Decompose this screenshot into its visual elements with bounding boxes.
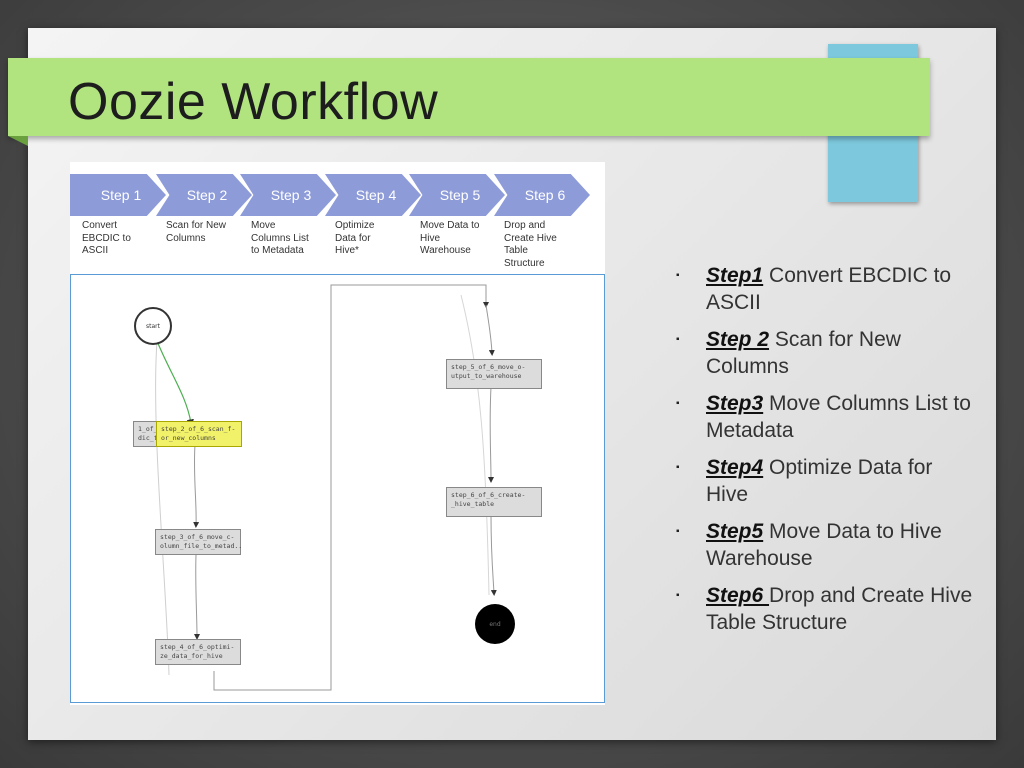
bullet-text: Optimize Data for Hive (706, 456, 933, 506)
step-3-chevron: Step 3 (240, 174, 336, 216)
bullet-item: ▪ Step3 Move Columns List to Metadata (676, 390, 976, 444)
step-4-chevron: Step 4 (325, 174, 421, 216)
step-1-chevron: Step 1 (70, 174, 166, 216)
step-5-node: step_5_of_6_move_o- utput_to_warehouse (446, 359, 542, 389)
bullet-step-label: Step6 (706, 584, 770, 607)
bullet-icon: ▪ (676, 334, 680, 345)
bullet-step-label: Step 2 (706, 328, 770, 351)
step-6-chevron: Step 6 (494, 174, 590, 216)
slide-title: Oozie Workflow (68, 73, 439, 131)
bullet-item: ▪ Step6 Drop and Create Hive Table Struct… (676, 582, 976, 636)
bullet-icon: ▪ (676, 526, 680, 537)
edge-step4-to-step5 (213, 284, 489, 691)
step-2-chevron: Step 2 (156, 174, 252, 216)
steps-row: Step 1 Step 2 Step 3 Step 4 Step 5 Step … (70, 174, 605, 216)
bullet-item: ▪ Step5 Move Data to Hive Warehouse (676, 518, 976, 572)
step-6-description: Drop and Create Hive Table Structure (504, 220, 557, 269)
bullet-icon: ▪ (676, 462, 680, 473)
bullet-item: ▪ Step 2 Scan for New Columns (676, 326, 976, 380)
workflow-graph: start 1_of_6 dic_to step_2_of_6_scan_f- … (70, 274, 605, 703)
bullet-text: Drop and Create Hive Table Structure (706, 584, 973, 634)
workflow-figure: Step 1 Step 2 Step 3 Step 4 Step 5 Step … (70, 162, 605, 705)
bullet-item: ▪ Step1 Convert EBCDIC to ASCII (676, 262, 976, 316)
bullet-icon: ▪ (676, 270, 680, 281)
step-3-description: Move Columns List to Metadata (251, 220, 309, 256)
edge-faint-right (460, 294, 490, 596)
title-band-tab (8, 136, 28, 146)
bullet-step-label: Step1 (706, 264, 764, 287)
bullet-item: ▪ Step4 Optimize Data for Hive (676, 454, 976, 508)
step-2-description: Scan for New Columns (166, 220, 227, 244)
bullet-text: Convert EBCDIC to ASCII (706, 264, 952, 314)
bullet-text: Move Columns List to Metadata (706, 392, 971, 442)
title-band (8, 58, 930, 136)
step-6-node: step_6_of_6_create- _hive_table (446, 487, 542, 517)
step-4-node: step_4_of_6_optimi- ze_data_for_hive (155, 639, 241, 665)
edge-step2-to-step3 (193, 444, 200, 528)
step-5-description: Move Data to Hive Warehouse (420, 220, 480, 256)
edge-faint-left (155, 340, 170, 676)
end-node: end (475, 604, 515, 644)
edge-step6-to-end (490, 514, 497, 596)
step-3-node: step_3_of_6_move_c- olumn_file_to_metad.… (155, 529, 242, 555)
start-node: start (134, 307, 172, 345)
bullet-text: Move Data to Hive Warehouse (706, 520, 942, 570)
bullet-step-label: Step4 (706, 456, 764, 479)
step-1-description: Convert EBCDIC to ASCII (82, 220, 131, 256)
edge-to-step5 (485, 304, 495, 356)
edge-start-to-step2 (156, 340, 194, 427)
step-4-description: Optimize Data for Hive* (335, 220, 375, 256)
edge-step5-to-step6 (487, 386, 494, 483)
bullet-icon: ▪ (676, 398, 680, 409)
bullet-text: Scan for New Columns (706, 328, 901, 378)
bullet-step-label: Step3 (706, 392, 764, 415)
step-2-node: step_2_of_6_scan_f- or_new_columns (156, 421, 242, 447)
graph-edges (155, 284, 497, 691)
bullet-icon: ▪ (676, 590, 680, 601)
edge-step3-to-step4 (193, 554, 200, 640)
steps-bullet-list: ▪ Step1 Convert EBCDIC to ASCII ▪ Step 2 S… (676, 262, 976, 646)
bullet-step-label: Step5 (706, 520, 764, 543)
step-5-chevron: Step 5 (409, 174, 505, 216)
